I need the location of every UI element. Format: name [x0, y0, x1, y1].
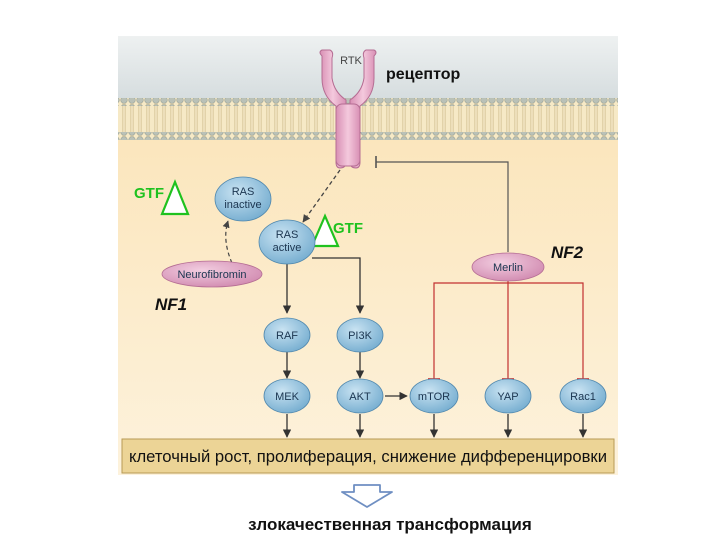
node-raf: RAF [263, 317, 311, 353]
outcome-banner-text: клеточный рост, пролиферация, снижение д… [129, 447, 607, 466]
neurofibromin-label: Neurofibromin [177, 269, 246, 281]
raf-label: RAF [276, 330, 298, 342]
node-akt: AKT [336, 378, 384, 414]
connections [222, 156, 589, 438]
node-neurofibromin: Neurofibromin [161, 260, 263, 288]
gtf-label-left: GTF [134, 185, 164, 202]
arrow-neurofibromin-to-ras-inactive [222, 220, 233, 264]
node-ras-active: RAS active [258, 219, 316, 265]
nf2-label: NF2 [551, 243, 584, 262]
node-yap: YAP [484, 378, 532, 414]
arrow-rtk-to-ras [302, 169, 341, 223]
down-arrow-icon [341, 484, 393, 508]
gtf-triangle-left [160, 179, 190, 216]
ras-inactive-line1: RAS [232, 186, 255, 198]
pi3k-label: PI3K [348, 330, 373, 342]
mtor-label: mTOR [418, 391, 450, 403]
arrow-ras-to-pi3k [312, 257, 365, 314]
final-outcome-text: злокачественная трансформация [248, 515, 532, 534]
node-merlin: Merlin [471, 252, 545, 282]
nf1-label: NF1 [155, 295, 187, 314]
gtf-triangle-right [310, 213, 340, 248]
akt-label: AKT [349, 391, 371, 403]
gtf-label-right: GTF [333, 220, 363, 237]
rtk-label: RTK [340, 55, 362, 67]
rtk-receptor [319, 49, 377, 169]
rac1-label: Rac1 [570, 391, 596, 403]
merlin-label: Merlin [493, 262, 523, 274]
inhibit-merlin-to-rtk [376, 161, 509, 252]
node-rac1: Rac1 [559, 378, 607, 414]
ras-active-line2: active [273, 242, 302, 254]
node-ras-inactive: RAS inactive [214, 176, 272, 222]
node-mek: MEK [263, 378, 311, 414]
cytoplasm [118, 140, 618, 475]
ras-inactive-line2: inactive [224, 199, 261, 211]
node-mtor: mTOR [409, 378, 459, 414]
outcome-banner-box [121, 438, 615, 474]
receptor-caption: рецептор [386, 66, 460, 83]
mek-label: MEK [275, 391, 300, 403]
node-pi3k: PI3K [336, 317, 384, 353]
yap-label: YAP [497, 391, 518, 403]
cell-membrane [118, 98, 618, 140]
ras-active-line1: RAS [276, 229, 299, 241]
